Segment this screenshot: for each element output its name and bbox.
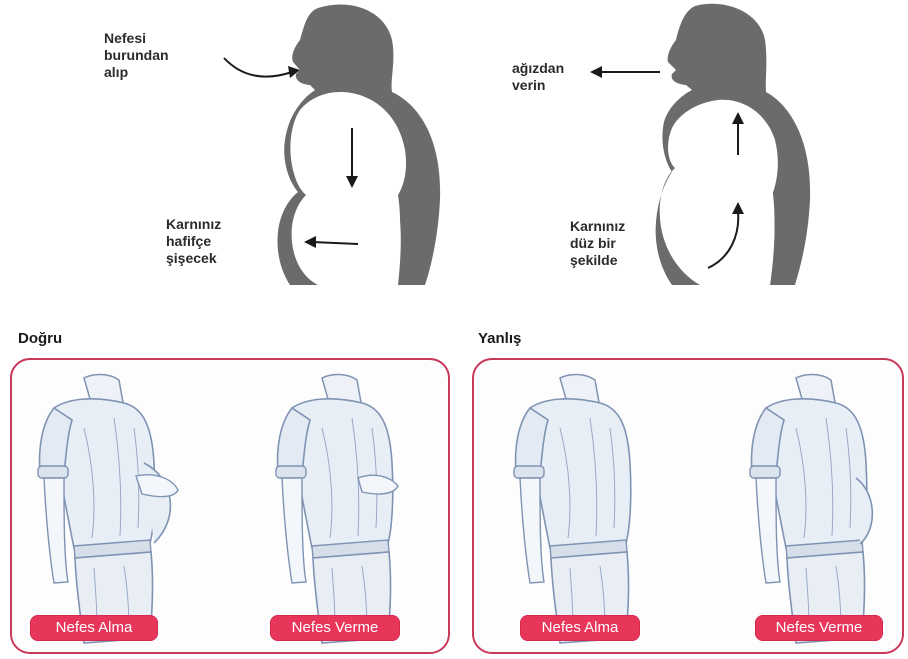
- inhale-belly-label: Karnınız hafifçe şişecek: [166, 216, 221, 267]
- exhale-belly-area: [678, 175, 775, 285]
- exhale-mouth-label: ağızdan verin: [512, 60, 564, 94]
- correct-exhale-pill: Nefes Verme: [270, 615, 400, 641]
- inhale-nose-arrow: [224, 58, 292, 77]
- inhale-lung-area: [292, 95, 401, 194]
- exhale-lung-area: [669, 103, 772, 172]
- wrong-inhale-pill: Nefes Alma: [520, 615, 640, 641]
- correct-panel: [10, 358, 450, 654]
- wrong-title: Yanlış: [478, 330, 521, 347]
- correct-inhale-pill: Nefes Alma: [30, 615, 158, 641]
- wrong-exhale-pill: Nefes Verme: [755, 615, 883, 641]
- wrong-panel: [472, 358, 904, 654]
- inhale-silhouette: [224, 5, 440, 285]
- correct-title: Doğru: [18, 330, 62, 347]
- exhale-mouth-arrowhead: [590, 66, 602, 78]
- inhale-nose-label: Nefesi burundan alıp: [104, 30, 169, 81]
- exhale-belly-label: Karnınız düz bir şekilde: [570, 218, 625, 269]
